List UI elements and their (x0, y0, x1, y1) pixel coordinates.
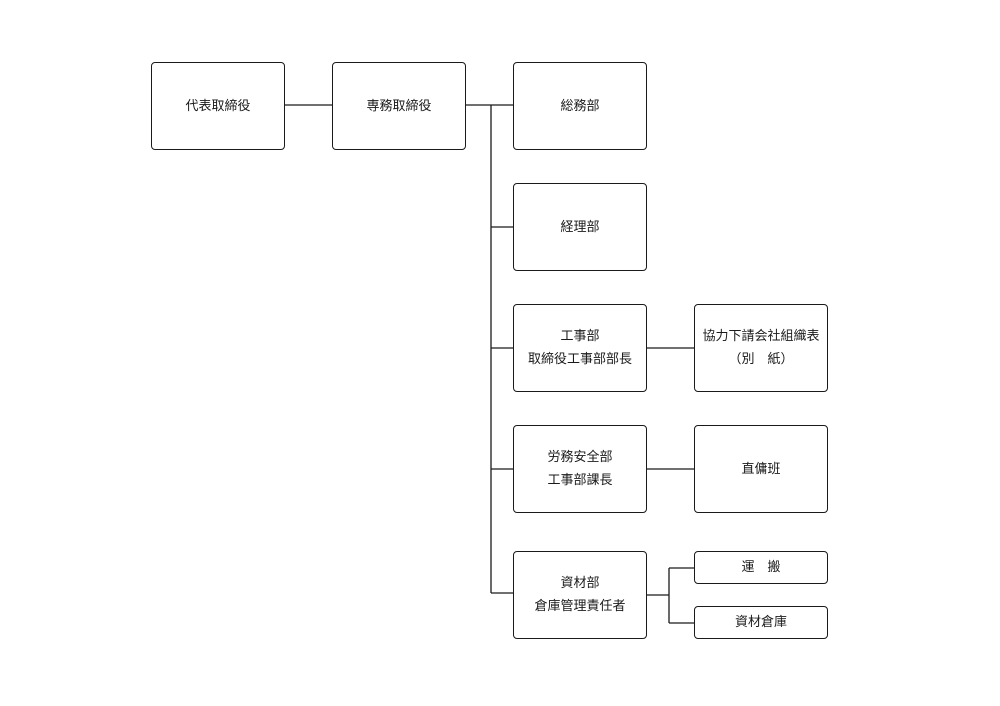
node-construction-manager: 取締役工事部部長 (527, 352, 632, 367)
node-general-affairs: 総務部 (513, 62, 647, 150)
node-material-warehouse: 資材倉庫 (694, 606, 828, 639)
node-general-affairs-label: 総務部 (560, 98, 600, 114)
node-materials: 資材部 倉庫管理責任者 (513, 551, 647, 639)
node-materials-manager: 倉庫管理責任者 (534, 599, 626, 614)
node-material-warehouse-label: 資材倉庫 (734, 615, 787, 630)
node-accounting-label: 経理部 (560, 219, 600, 235)
node-labor-safety-title: 労務安全部 (547, 450, 613, 465)
node-president: 代表取締役 (151, 62, 285, 150)
node-direct-hire-team: 直傭班 (694, 425, 828, 513)
node-labor-safety-manager: 工事部課長 (547, 473, 613, 488)
node-materials-title: 資材部 (560, 576, 600, 591)
node-transport-label: 運 搬 (741, 560, 781, 575)
node-accounting: 経理部 (513, 183, 647, 271)
node-subcontractor-chart: 協力下請会社組織表 （別 紙） (694, 304, 828, 392)
node-construction: 工事部 取締役工事部部長 (513, 304, 647, 392)
node-subcontractor-title: 協力下請会社組織表 (702, 329, 820, 344)
node-direct-hire-team-label: 直傭班 (741, 461, 781, 477)
node-president-label: 代表取締役 (185, 98, 251, 114)
node-managing-director: 専務取締役 (332, 62, 466, 150)
node-managing-director-label: 専務取締役 (366, 98, 432, 114)
node-labor-safety: 労務安全部 工事部課長 (513, 425, 647, 513)
node-construction-title: 工事部 (560, 329, 600, 344)
node-subcontractor-note: （別 紙） (728, 352, 794, 367)
node-transport: 運 搬 (694, 551, 828, 584)
